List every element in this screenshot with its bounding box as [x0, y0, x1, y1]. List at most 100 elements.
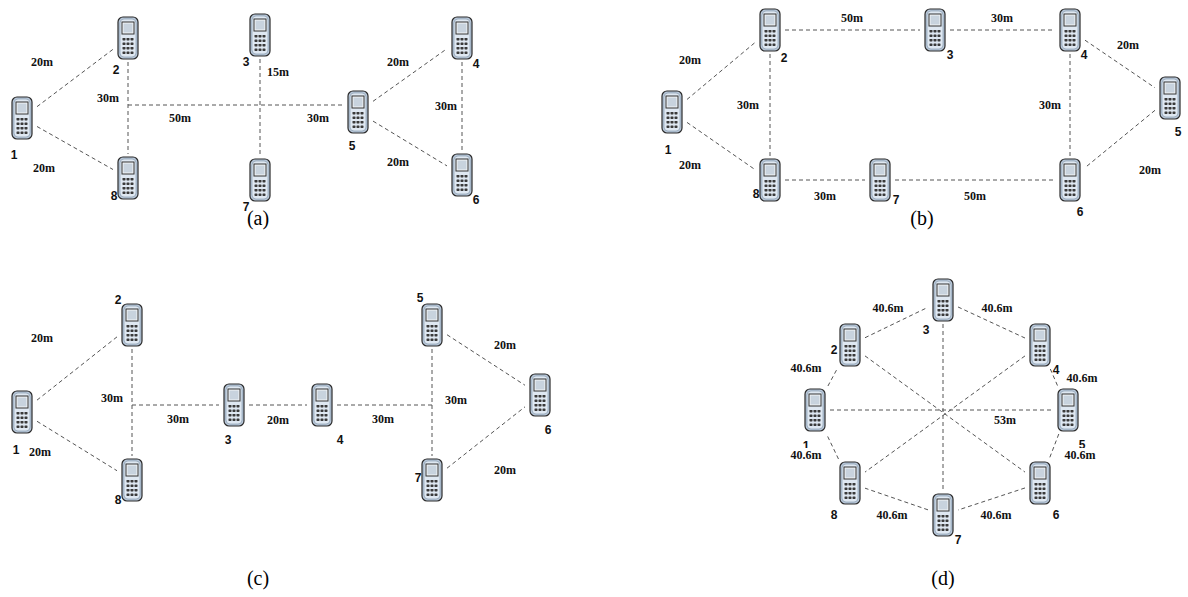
phone-key: [849, 483, 852, 485]
phone-key: [325, 410, 328, 412]
phone-key: [845, 497, 848, 499]
phone-screen: [764, 14, 776, 26]
phone-screen: [1164, 82, 1176, 94]
phone-key: [127, 489, 130, 491]
dashed-line: [128, 105, 343, 106]
phone-icon: [119, 303, 145, 347]
phone-key: [131, 43, 134, 45]
dashed-line: [337, 405, 432, 406]
phone-key: [930, 30, 933, 32]
phone-node: 8: [119, 458, 145, 502]
phone-key: [1065, 180, 1068, 182]
phone-face: [664, 93, 680, 131]
phone-key: [353, 126, 356, 128]
phone-key: [1073, 189, 1076, 191]
node-number: 5: [349, 140, 356, 152]
phone-key: [263, 180, 266, 182]
phone-screen: [126, 464, 138, 476]
panel-caption: (a): [247, 208, 269, 228]
phone-key: [461, 175, 464, 177]
phone-body: [348, 91, 368, 133]
phone-key: [465, 175, 468, 177]
phone-key: [135, 485, 138, 487]
phone-key: [1169, 98, 1172, 100]
phone-face: [927, 11, 943, 49]
phone-node: 1: [9, 96, 35, 140]
phone-node: 7: [930, 493, 956, 537]
dashed-link: [687, 43, 755, 100]
phone-body: [925, 9, 945, 51]
phone-key: [946, 529, 949, 531]
phone-key: [1069, 180, 1072, 182]
phone-key: [233, 405, 236, 407]
phone-key: [930, 39, 933, 41]
distance-label: 20m: [492, 338, 518, 352]
phone-key: [1039, 483, 1042, 485]
phone-face: [935, 281, 951, 319]
phone-key: [461, 52, 464, 54]
distance-label: 40.6m: [980, 301, 1015, 315]
dashed-link: [128, 62, 129, 154]
phone-key: [353, 117, 356, 119]
phone-screen-glass: [354, 98, 363, 107]
phone-key: [17, 127, 20, 129]
phone-key: [1063, 410, 1066, 412]
phone-key: [17, 421, 20, 423]
phone-key: [461, 184, 464, 186]
phone-key: [457, 189, 460, 191]
phone-key: [361, 121, 364, 123]
phone-screen: [254, 164, 266, 176]
phone-key: [1073, 30, 1076, 32]
phone-face: [762, 11, 778, 49]
phone-key: [127, 38, 130, 40]
node-number: 4: [473, 58, 480, 70]
phone-icon: [802, 388, 828, 432]
distance-label: 20m: [677, 158, 703, 172]
dashed-link: [770, 54, 771, 156]
phone-key: [127, 52, 130, 54]
phone-node: 8: [115, 156, 141, 200]
phone-key: [879, 185, 882, 187]
phone-body: [422, 304, 442, 346]
panel-caption: (c): [247, 568, 269, 588]
phone-key: [17, 123, 20, 125]
phone-key: [259, 194, 262, 196]
phone-screen: [937, 284, 949, 296]
phone-screen: [1064, 14, 1076, 26]
distance-label: 30m: [735, 98, 761, 112]
phone-key: [131, 334, 134, 336]
phone-key: [131, 183, 134, 185]
phone-key: [431, 480, 434, 482]
phone-key: [21, 132, 24, 134]
phone-key: [457, 47, 460, 49]
phone-icon: [247, 13, 273, 57]
phone-key: [938, 520, 941, 522]
node-number: 2: [115, 294, 122, 306]
phone-icon: [309, 383, 335, 427]
phone-key: [879, 180, 882, 182]
phone-screen: [809, 394, 821, 406]
phone-key: [229, 419, 232, 421]
phone-key: [934, 35, 937, 37]
phone-screen: [316, 389, 328, 401]
phone-key: [1073, 39, 1076, 41]
phone-key: [1043, 483, 1046, 485]
phone-icon: [1157, 76, 1183, 120]
phone-icon: [837, 461, 863, 505]
phone-key: [123, 43, 126, 45]
phone-key: [259, 40, 262, 42]
phone-key: [1039, 359, 1042, 361]
phone-key: [1073, 180, 1076, 182]
phone-key: [263, 49, 266, 51]
phone-body: [840, 324, 860, 366]
phone-key: [675, 112, 678, 114]
phone-screen-glass: [939, 286, 948, 295]
phone-key: [938, 529, 941, 531]
panel-caption: (b): [910, 208, 933, 228]
phone-key: [435, 480, 438, 482]
node-number: 3: [225, 434, 232, 446]
phone-key: [431, 494, 434, 496]
phone-key: [1173, 107, 1176, 109]
dashed-link: [447, 407, 525, 468]
phone-key: [17, 118, 20, 120]
